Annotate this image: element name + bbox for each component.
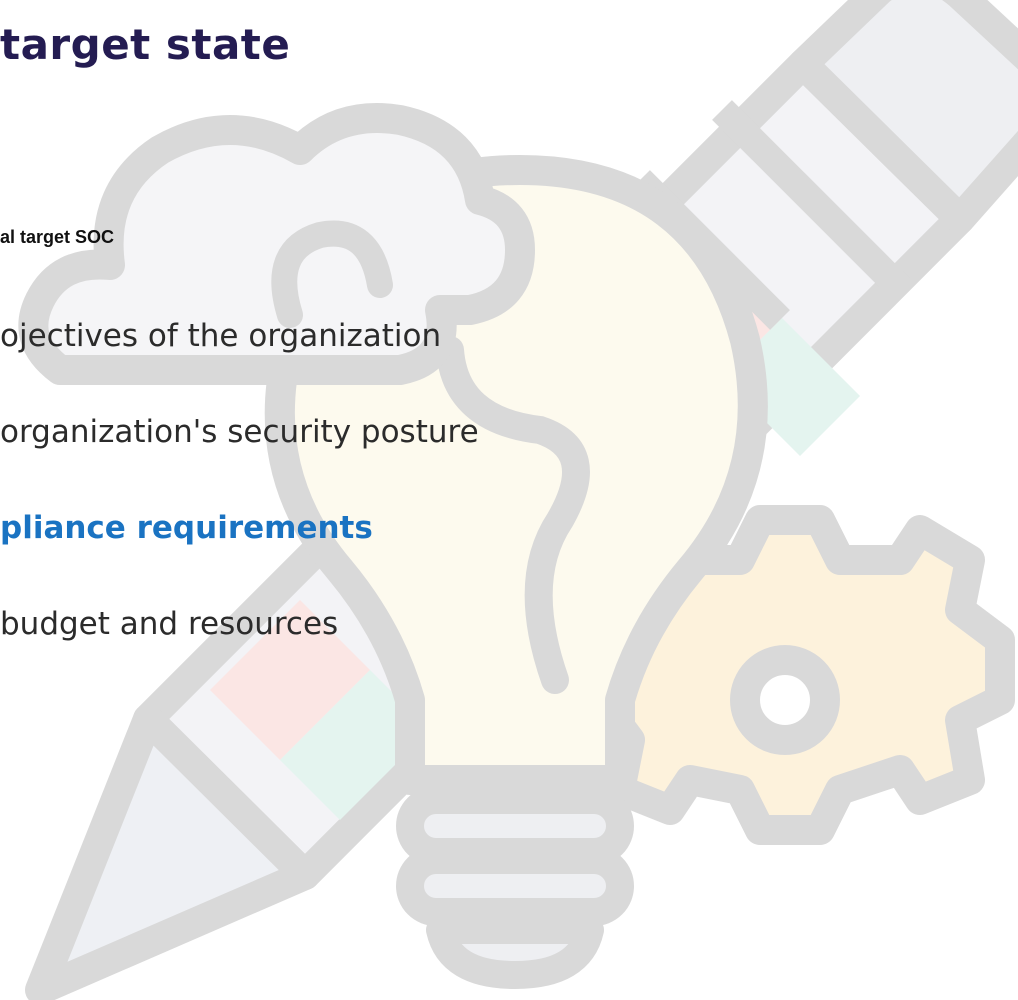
list-item: organization's security posture	[0, 414, 479, 450]
list-item-highlighted: pliance requirements	[0, 510, 373, 546]
list-item: budget and resources	[0, 606, 339, 642]
subtitle: al target SOC	[0, 227, 115, 247]
page-title: target state	[0, 20, 291, 69]
list-item: ojectives of the organization	[0, 318, 442, 354]
cloud-icon	[18, 103, 535, 385]
